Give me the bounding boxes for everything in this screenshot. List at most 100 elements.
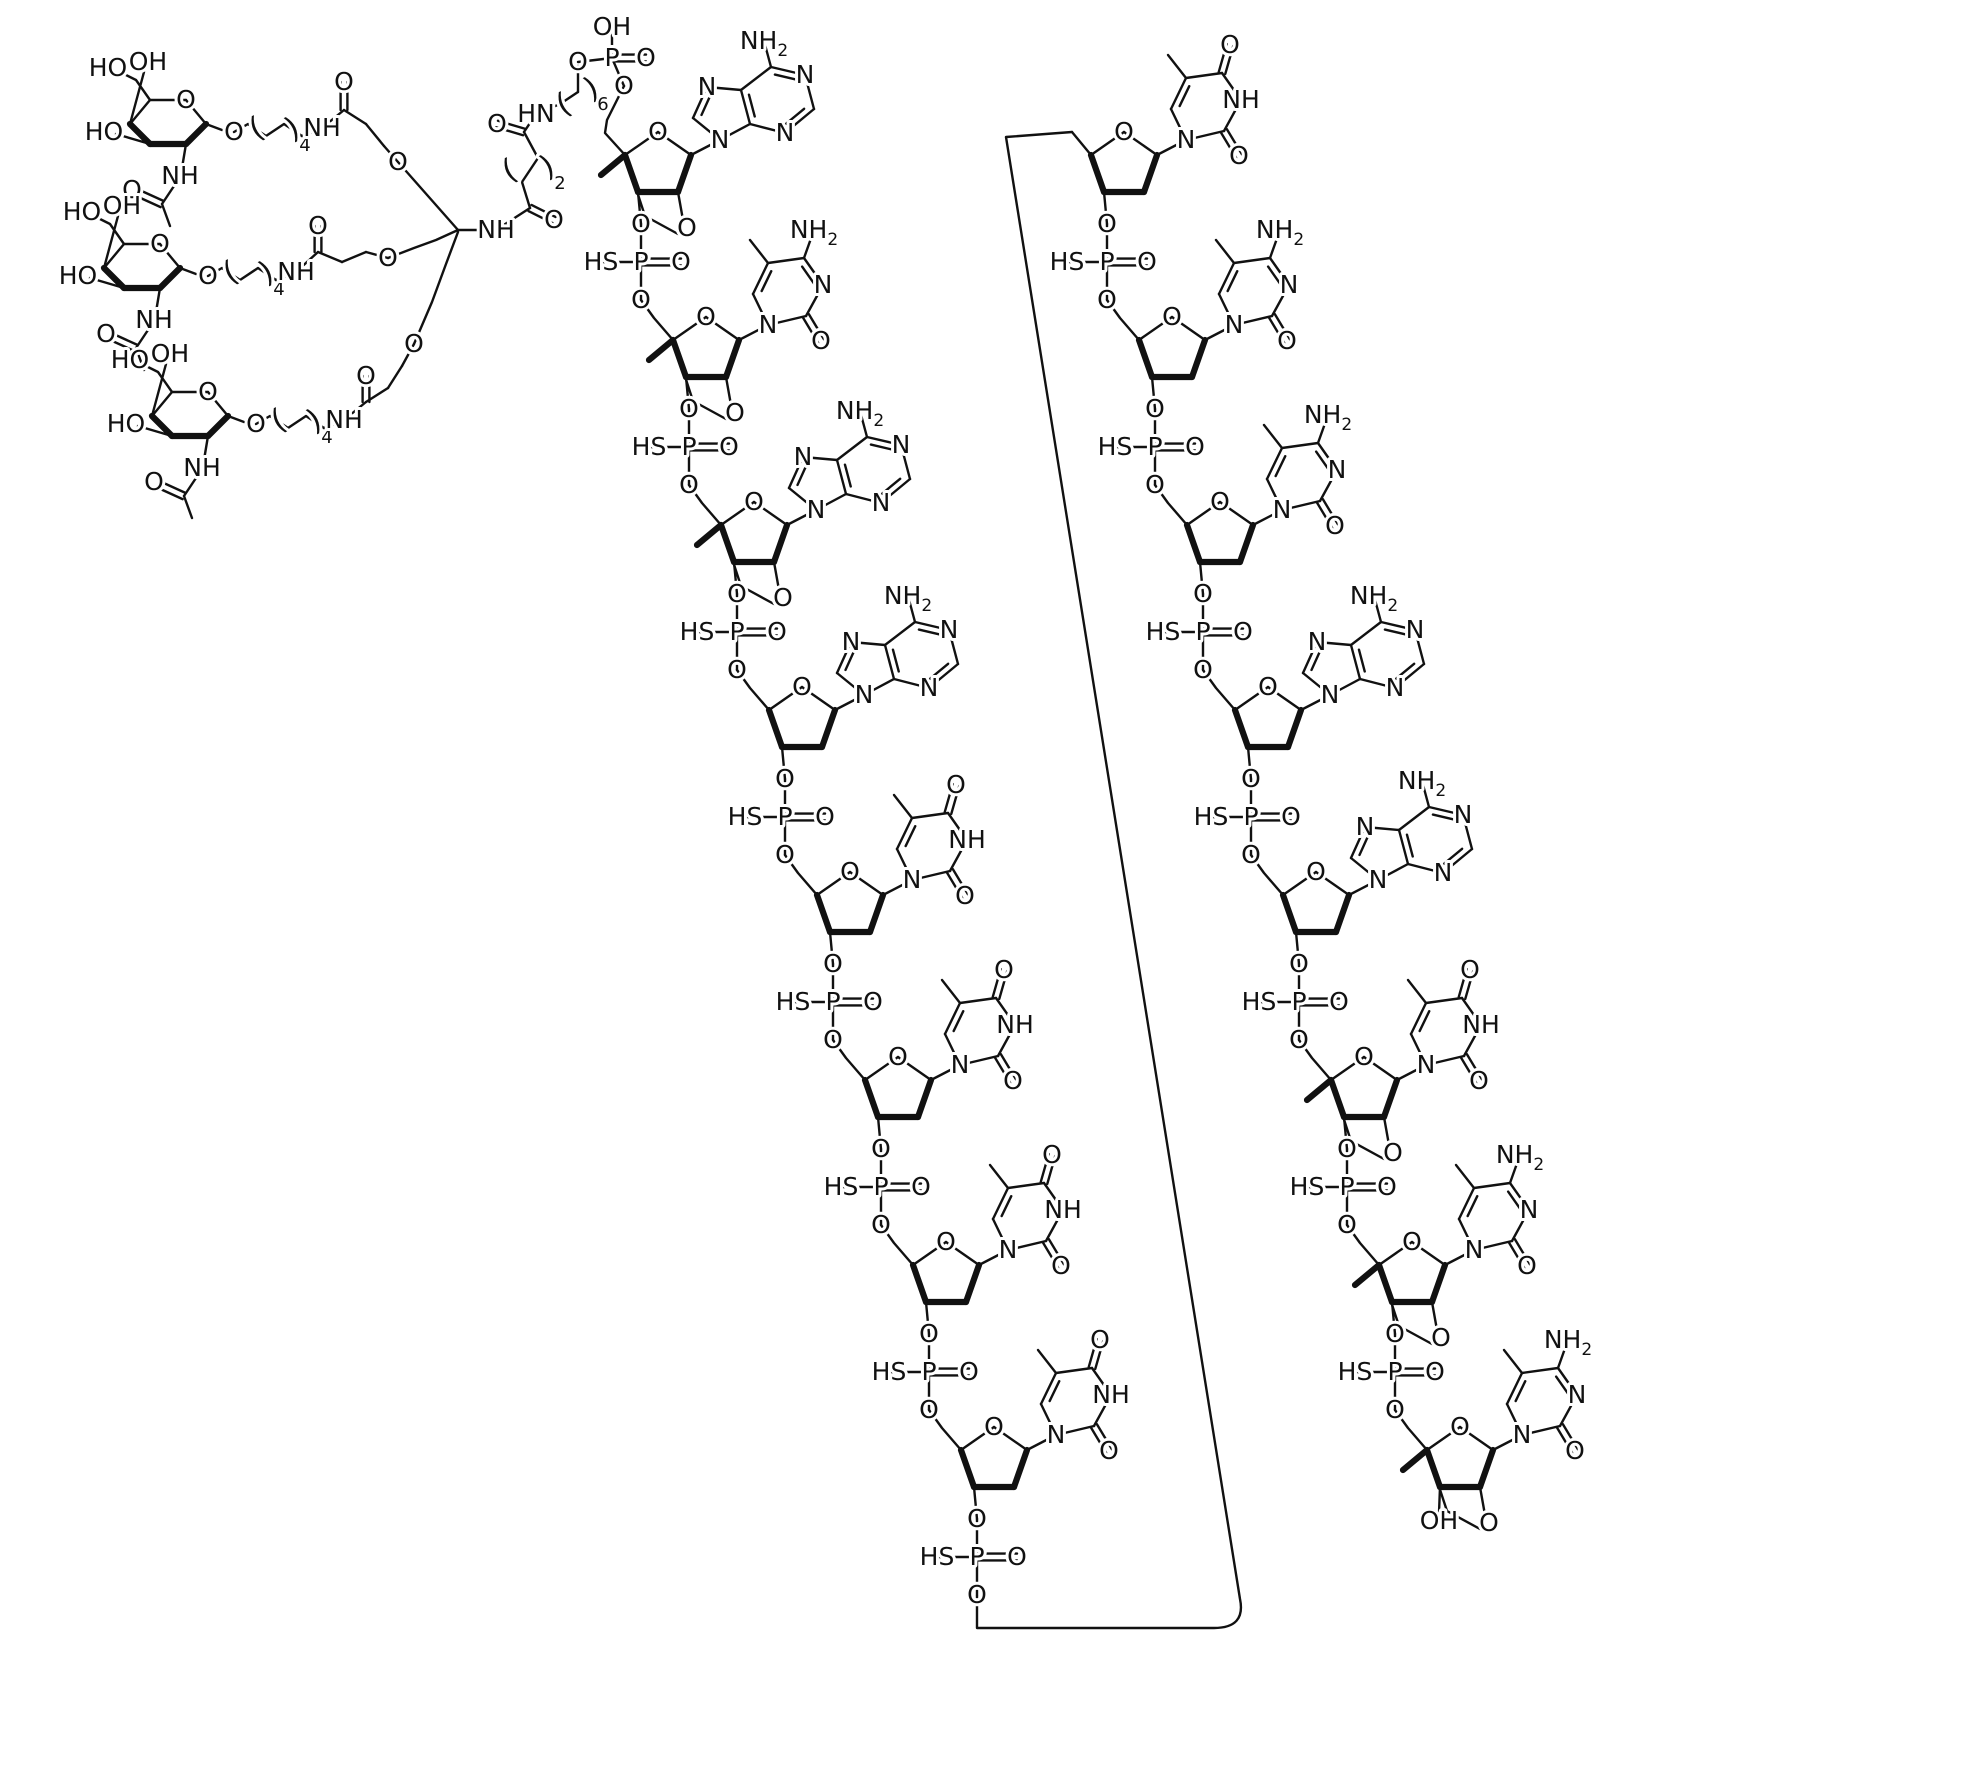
bond <box>913 620 951 632</box>
nitrogen-label: N <box>1273 495 1292 524</box>
bond <box>1281 870 1318 897</box>
bond <box>787 486 818 512</box>
phosphorus-label: P <box>1195 617 1210 646</box>
bold-bond <box>1428 1261 1449 1306</box>
double-bond <box>114 333 139 347</box>
double-bond <box>1226 270 1239 293</box>
bond <box>883 620 917 647</box>
nitrogen-label: N <box>1465 1235 1484 1264</box>
nitrogen-label: N <box>872 488 891 517</box>
bond <box>940 978 962 1005</box>
backbone-chain-bond <box>1105 298 1141 342</box>
bond <box>1025 1433 1058 1452</box>
phosphate-oxygen-label: O <box>1137 247 1157 276</box>
bond <box>892 677 931 690</box>
double-bond <box>807 313 826 341</box>
double-bond <box>1506 1190 1522 1211</box>
bond <box>943 1001 962 1036</box>
amino-label: NH2 <box>790 215 838 250</box>
bond <box>691 116 722 142</box>
double-bond <box>904 825 917 848</box>
glycosidic-oxygen-label: O <box>198 261 218 290</box>
nitrogen-label: N <box>1280 270 1299 299</box>
phosphate-oxygen-label: O <box>775 840 795 869</box>
bond <box>958 1054 1000 1067</box>
ring-oxygen-label: O <box>198 377 218 406</box>
amino-label: NH2 <box>1398 766 1446 801</box>
nitrogen-label: N <box>1047 1420 1066 1449</box>
bond <box>815 870 852 897</box>
bond <box>1266 685 1303 712</box>
ring-oxygen-label: O <box>936 1227 956 1256</box>
nitrogen-label: N <box>711 125 730 154</box>
phosphate-oxygen-label: O <box>1097 209 1117 238</box>
bond <box>1280 441 1320 450</box>
hydroxyl-label: HO <box>107 409 145 438</box>
bond <box>1358 677 1397 690</box>
bond <box>1214 238 1236 265</box>
bold-bond <box>1140 151 1161 196</box>
bond <box>752 500 789 527</box>
carbonyl-oxygen-label: O <box>544 205 564 234</box>
double-bond <box>1047 1238 1066 1266</box>
bond <box>1039 1371 1058 1406</box>
bond <box>1427 805 1465 817</box>
bond <box>802 256 825 287</box>
double-bond <box>1178 85 1191 108</box>
double-bond <box>773 73 798 81</box>
bond <box>88 276 126 290</box>
bond <box>910 869 952 882</box>
hydroxyl-label: OH <box>593 12 631 41</box>
bond <box>835 671 866 697</box>
nitrogen-label: N <box>1520 1195 1539 1224</box>
phosphate-oxygen-label: O <box>863 987 883 1016</box>
bond-chain <box>232 122 304 138</box>
double-bond <box>137 195 162 209</box>
bond <box>1390 1300 1397 1336</box>
phosphate-oxygen-label: O <box>1241 840 1261 869</box>
thiol-label: HS <box>1050 247 1085 276</box>
phosphate-oxygen-label: O <box>1145 394 1165 423</box>
double-bond <box>1267 316 1286 344</box>
nitrogen-label: N <box>1568 1380 1587 1409</box>
bond <box>766 314 808 327</box>
bold-bond <box>1188 336 1209 381</box>
double-bond <box>1321 498 1340 526</box>
amide-nh-label: NH <box>135 305 173 334</box>
bold-bond <box>957 1446 978 1491</box>
phosphorus-label: P <box>1147 432 1162 461</box>
bond <box>1150 375 1157 411</box>
nitrogen-label: N <box>814 270 833 299</box>
bond <box>300 126 324 138</box>
bond <box>896 1055 933 1082</box>
bridge-oxygen-label: O <box>1431 1323 1451 1352</box>
carbonyl-oxygen-label: O <box>1517 1251 1537 1280</box>
bond <box>128 70 146 126</box>
nitrogen-label: N <box>1321 680 1340 709</box>
bond <box>929 1063 962 1082</box>
carbonyl-oxygen-label: O <box>1565 1436 1585 1465</box>
double-bond <box>1089 1426 1108 1454</box>
ring-oxygen-label: O <box>840 857 860 886</box>
bond <box>1329 1078 1353 1143</box>
ring-oxygen-label: O <box>1354 1042 1374 1071</box>
double-bond <box>1315 501 1334 529</box>
imide-nh-label: NH <box>1222 85 1260 114</box>
bold-bond <box>1476 1446 1497 1491</box>
double-bond <box>1465 1053 1484 1081</box>
phosphate-oxygen-label: O <box>679 470 699 499</box>
bond <box>814 492 848 512</box>
bond <box>1461 813 1474 851</box>
bond-chain <box>206 266 278 282</box>
imide-nh-label: NH <box>948 825 986 854</box>
ring-oxygen-label: O <box>888 1042 908 1071</box>
bond <box>1301 640 1319 675</box>
bond <box>386 364 404 390</box>
double-bond <box>1094 1339 1105 1371</box>
glycosidic-oxygen-label: O <box>224 117 244 146</box>
carbonyl-oxygen-label: O <box>334 67 354 96</box>
bond <box>1460 996 1483 1027</box>
phosphorus-label: P <box>825 987 840 1016</box>
carbonyl-oxygen-label: O <box>122 175 142 204</box>
bond <box>1217 261 1236 296</box>
